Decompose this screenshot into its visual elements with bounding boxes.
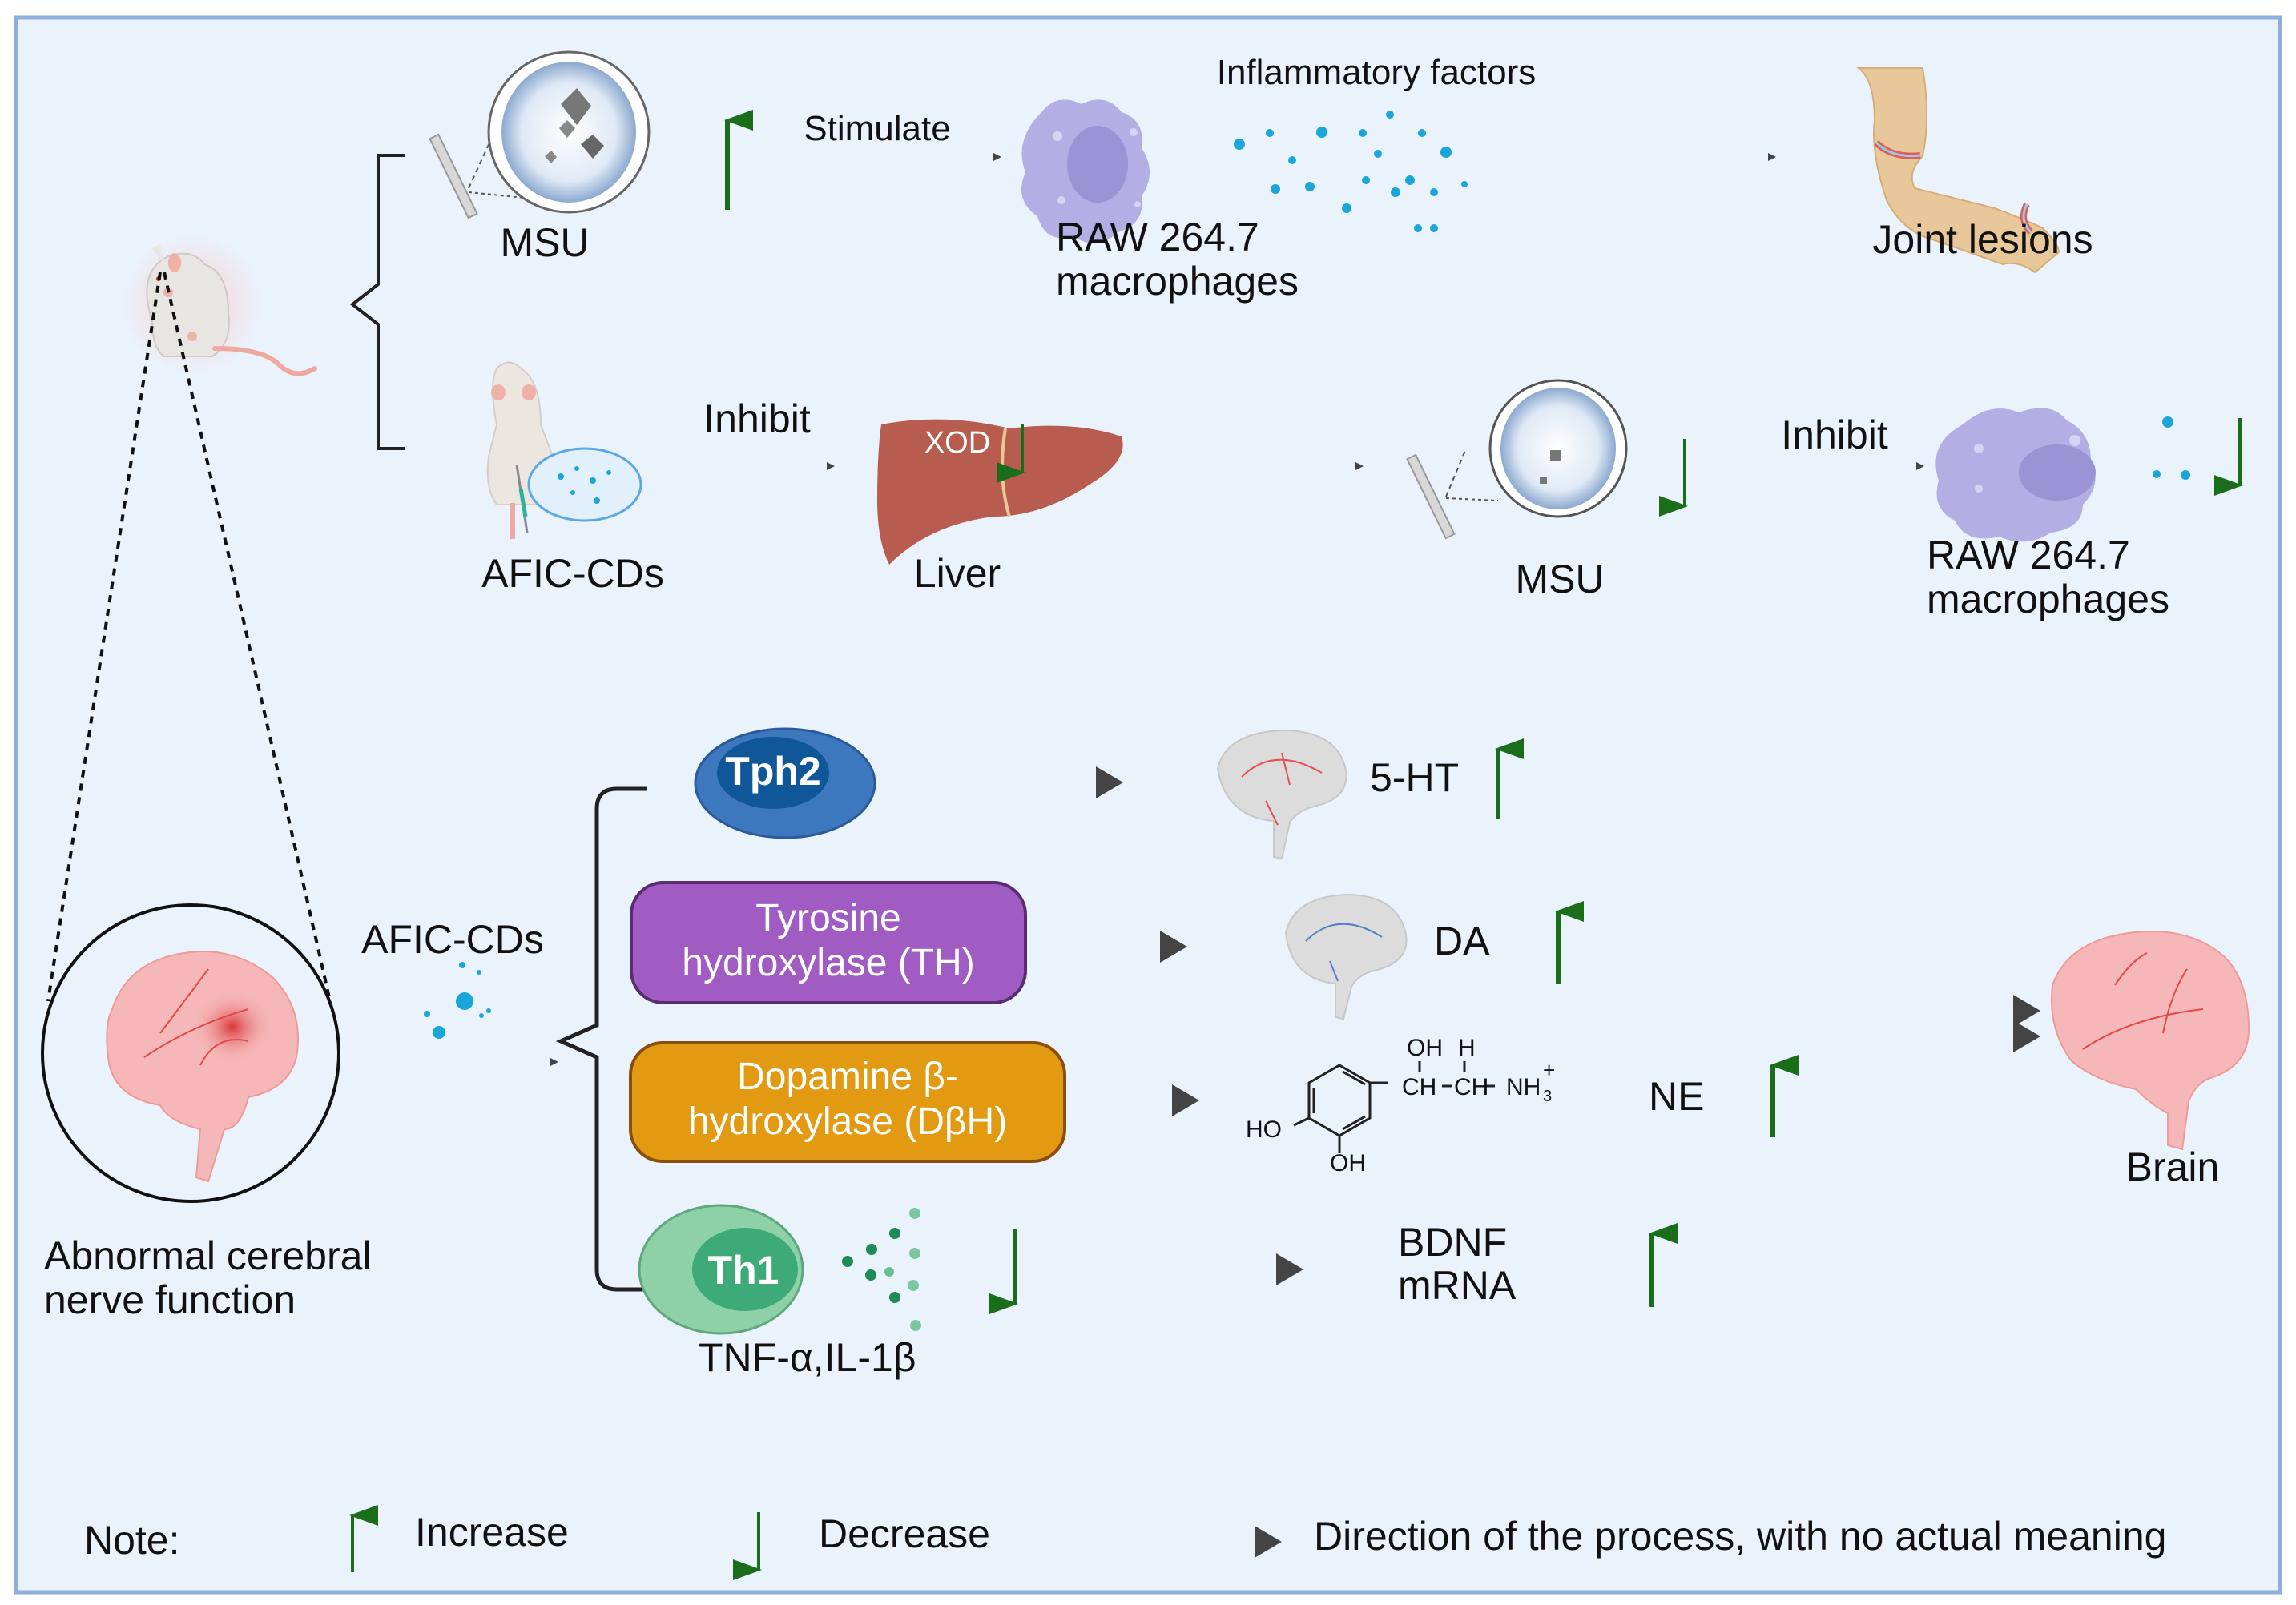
- th1-cell-icon: [638, 1204, 804, 1335]
- product-bdnf-label-2: mRNA: [1398, 1263, 1517, 1308]
- ne-oh-bottom: OH: [1330, 1150, 1366, 1177]
- brain-icon-abnormal: [106, 951, 299, 1183]
- product-5ht-label: 5-HT: [1370, 755, 1459, 800]
- ne-ch-1: CH: [1402, 1074, 1436, 1100]
- ne-ch-2: CH: [1454, 1074, 1488, 1100]
- norepinephrine-structure: [1293, 1061, 1495, 1153]
- msu-crystal-icon-reduced: [1406, 379, 1628, 540]
- bottom-bracket: [555, 786, 649, 1292]
- msu-label-bottom: MSU: [1515, 557, 1604, 601]
- inhibit-label-1: Inhibit: [703, 396, 811, 441]
- th-label-1: Tyrosine: [755, 897, 900, 939]
- ne-oh-top: OH: [1407, 1035, 1443, 1061]
- stimulate-label: Stimulate: [804, 109, 950, 148]
- tph2-label: Tph2: [725, 749, 820, 794]
- mouse-icon: [120, 232, 317, 376]
- afic-cds-label-bottom: AFIC-CDs: [361, 917, 544, 962]
- norepinephrine-labels: OH H CH CH NH 3 + HO OH: [1246, 1035, 1555, 1177]
- joint-lesions-label: Joint lesions: [1872, 217, 2093, 262]
- abnormal-brain-label-1: Abnormal cerebral: [44, 1233, 372, 1278]
- injected-mouse-icon: [486, 361, 642, 539]
- brain-label: Brain: [2126, 1144, 2220, 1189]
- panel-background: [14, 15, 2282, 1595]
- th1-label: Th1: [708, 1248, 779, 1293]
- xod-label: XOD: [924, 426, 990, 460]
- dbh-label-2: hydroxylase (DβH): [688, 1100, 1007, 1143]
- macrophage-bottom-label-1: RAW 264.7: [1927, 533, 2130, 577]
- product-da-label: DA: [1434, 919, 1490, 963]
- legend-increase-label: Increase: [415, 1510, 569, 1555]
- afic-cds-dots: [424, 962, 491, 1039]
- brain-sagittal-icon-da: [1284, 893, 1408, 1020]
- macrophage-bottom-label-2: macrophages: [1927, 577, 2169, 621]
- brain-sagittal-icon-5ht: [1216, 729, 1347, 860]
- ne-nh3-superscript: +: [1543, 1058, 1555, 1082]
- product-ne-label: NE: [1649, 1074, 1704, 1119]
- legend-note-label: Note:: [84, 1518, 180, 1563]
- th1-cytokine-dots: [842, 1208, 921, 1331]
- ne-h-top: H: [1458, 1035, 1476, 1061]
- th-enzyme-box: [630, 881, 1027, 1004]
- top-bracket: [349, 154, 405, 450]
- ne-ho-left: HO: [1246, 1116, 1282, 1143]
- ne-nh3-subscript: 3: [1543, 1088, 1552, 1105]
- cytokine-dots-reduced: [2153, 416, 2190, 480]
- th-label-2: hydroxylase (TH): [682, 942, 974, 984]
- macrophage-top-label-1: RAW 264.7: [1056, 215, 1259, 259]
- liver-label: Liver: [914, 551, 1001, 596]
- macrophage-icon-top: [1021, 99, 1150, 243]
- inhibit-label-2: Inhibit: [1781, 412, 1888, 457]
- dbh-label-1: Dopamine β-: [737, 1056, 958, 1098]
- afic-cds-label-top: AFIC-CDs: [481, 551, 664, 596]
- brain-icon-healthy: [2051, 931, 2250, 1151]
- ne-nh3: NH: [1506, 1074, 1541, 1100]
- legend-process-label: Direction of the process, with no actual…: [1314, 1514, 2166, 1559]
- tph2-enzyme: [694, 727, 876, 839]
- dbh-enzyme-box: [629, 1041, 1066, 1163]
- inflammatory-factors-label: Inflammatory factors: [1217, 53, 1537, 92]
- zoom-guide-right: [163, 272, 332, 1002]
- abnormal-brain-label-2: nerve function: [44, 1277, 296, 1322]
- macrophage-icon-bottom: [1935, 408, 2096, 542]
- msu-label-top: MSU: [500, 220, 589, 265]
- legend-decrease-label: Decrease: [819, 1511, 990, 1556]
- cytokines-label: TNF-α,IL-1β: [699, 1335, 916, 1380]
- zoom-guide-left: [46, 272, 162, 1002]
- product-bdnf-label-1: BDNF: [1398, 1220, 1507, 1265]
- msu-crystal-icon: [429, 50, 651, 219]
- macrophage-top-label-2: macrophages: [1056, 259, 1299, 304]
- inflammatory-factor-dots: [1234, 111, 1468, 232]
- joint-lesion-icon: [1856, 67, 2060, 274]
